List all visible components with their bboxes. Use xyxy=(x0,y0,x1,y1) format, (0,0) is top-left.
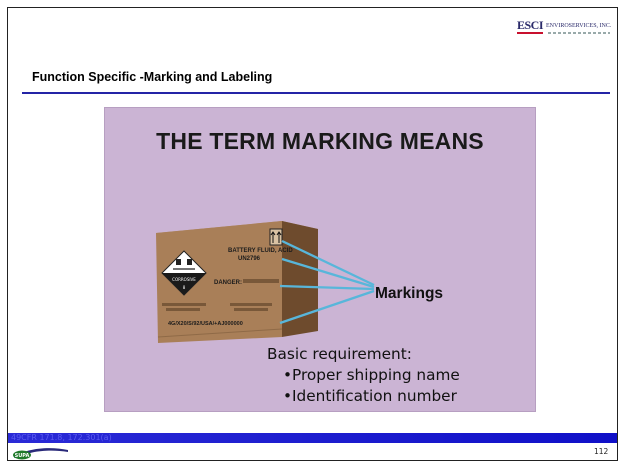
content-panel: THE TERM MARKING MEANS CORROSIVE 8 BATTE… xyxy=(104,107,536,412)
footer-logo-text: SUPA xyxy=(15,453,30,459)
corrosive-text: CORROSIVE xyxy=(172,277,196,282)
svg-text:8: 8 xyxy=(183,285,186,290)
up-arrows-icon xyxy=(269,228,283,246)
marking-pointers xyxy=(279,239,375,325)
footer-bar xyxy=(8,433,617,443)
page-title: Function Specific -Marking and Labeling xyxy=(32,70,273,84)
requirement-item: •Proper shipping name xyxy=(283,366,460,384)
markings-label: Markings xyxy=(375,285,444,302)
box-spec-text: 4G/X20/S/92/USA/+AJ000000 xyxy=(168,321,243,327)
box-danger-text: DANGER: xyxy=(214,280,242,286)
box-front-face xyxy=(156,221,282,343)
footer-logo: SUPA xyxy=(13,448,68,460)
page-number: 112 xyxy=(594,447,609,456)
box-shipping-name: BATTERY FLUID, ACID xyxy=(228,248,293,254)
requirements-heading: Basic requirement: xyxy=(267,345,412,363)
box-side-face xyxy=(282,221,318,337)
requirement-item: •Identification number xyxy=(283,387,457,405)
logo-text: ENVIROSERVICES, INC. xyxy=(546,23,612,29)
logo-underline xyxy=(548,32,610,34)
shipping-box-illustration: CORROSIVE 8 BATTERY FLUID, ACID UN2796 D… xyxy=(156,221,375,343)
logo-mark: ESCI xyxy=(517,17,544,34)
company-logo: ESCI ENVIROSERVICES, INC. xyxy=(517,16,612,36)
panel-heading: THE TERM MARKING MEANS xyxy=(156,128,484,154)
title-rule xyxy=(22,92,610,94)
regulation-citation: 49CFR 171.8, 172.301(a) xyxy=(11,433,112,442)
box-un-number: UN2796 xyxy=(238,256,261,262)
requirements-block: Basic requirement: •Proper shipping name… xyxy=(267,344,460,407)
corrosive-diamond-icon: CORROSIVE 8 xyxy=(161,250,207,296)
